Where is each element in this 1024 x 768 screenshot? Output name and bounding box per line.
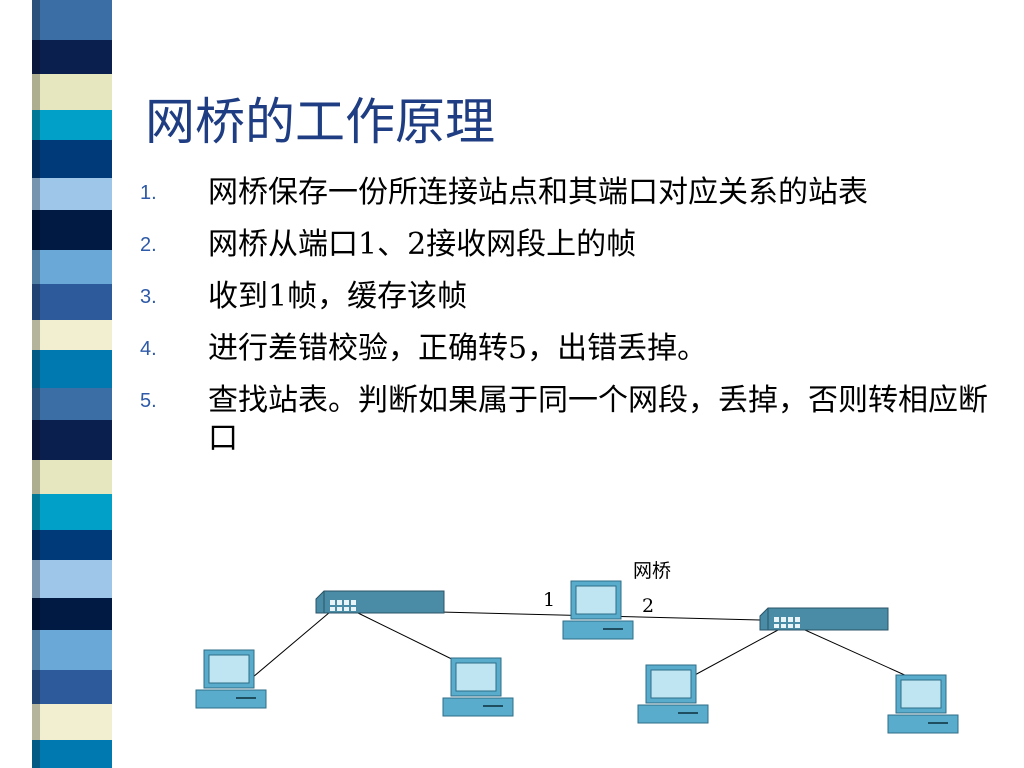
hub-right-icon	[759, 607, 889, 631]
list-item: 4. 进行差错校验，正确转5，出错丢掉。	[140, 330, 1000, 368]
list-number: 2.	[140, 234, 157, 256]
list-text: 网桥从端口1、2接收网段上的帧	[208, 227, 637, 262]
list-item: 3. 收到1帧，缓存该帧	[140, 278, 1000, 316]
bridge-label: 网桥	[633, 560, 671, 582]
bridge-computer-icon	[562, 580, 634, 640]
bullet-list: 1. 网桥保存一份所连接站点和其端口对应关系的站表 2. 网桥从端口1、2接收网…	[140, 174, 1000, 472]
list-text: 查找站表。判断如果属于同一个网段，丢掉，否则转相应断口	[208, 383, 988, 456]
hub-left-icon	[315, 590, 445, 614]
decorative-stripe-bar	[32, 0, 112, 768]
list-item: 1. 网桥保存一份所连接站点和其端口对应关系的站表	[140, 174, 1000, 212]
list-text: 进行差错校验，正确转5，出错丢掉。	[208, 331, 708, 366]
port-2-label: 2	[642, 595, 654, 617]
computer-icon	[637, 664, 709, 724]
list-item: 5. 查找站表。判断如果属于同一个网段，丢掉，否则转相应断口	[140, 382, 1000, 458]
list-number: 1.	[140, 182, 157, 204]
list-text: 收到1帧，缓存该帧	[208, 279, 468, 314]
computer-icon	[887, 674, 959, 734]
slide-title: 网桥的工作原理	[145, 93, 495, 151]
list-number: 4.	[140, 338, 157, 360]
computer-icon	[442, 657, 514, 717]
list-item: 2. 网桥从端口1、2接收网段上的帧	[140, 226, 1000, 264]
list-number: 5.	[140, 390, 157, 412]
computer-icon	[195, 649, 267, 709]
port-1-label: 1	[543, 589, 555, 611]
list-number: 3.	[140, 286, 157, 308]
network-links	[239, 611, 919, 689]
list-text: 网桥保存一份所连接站点和其端口对应关系的站表	[208, 175, 868, 210]
